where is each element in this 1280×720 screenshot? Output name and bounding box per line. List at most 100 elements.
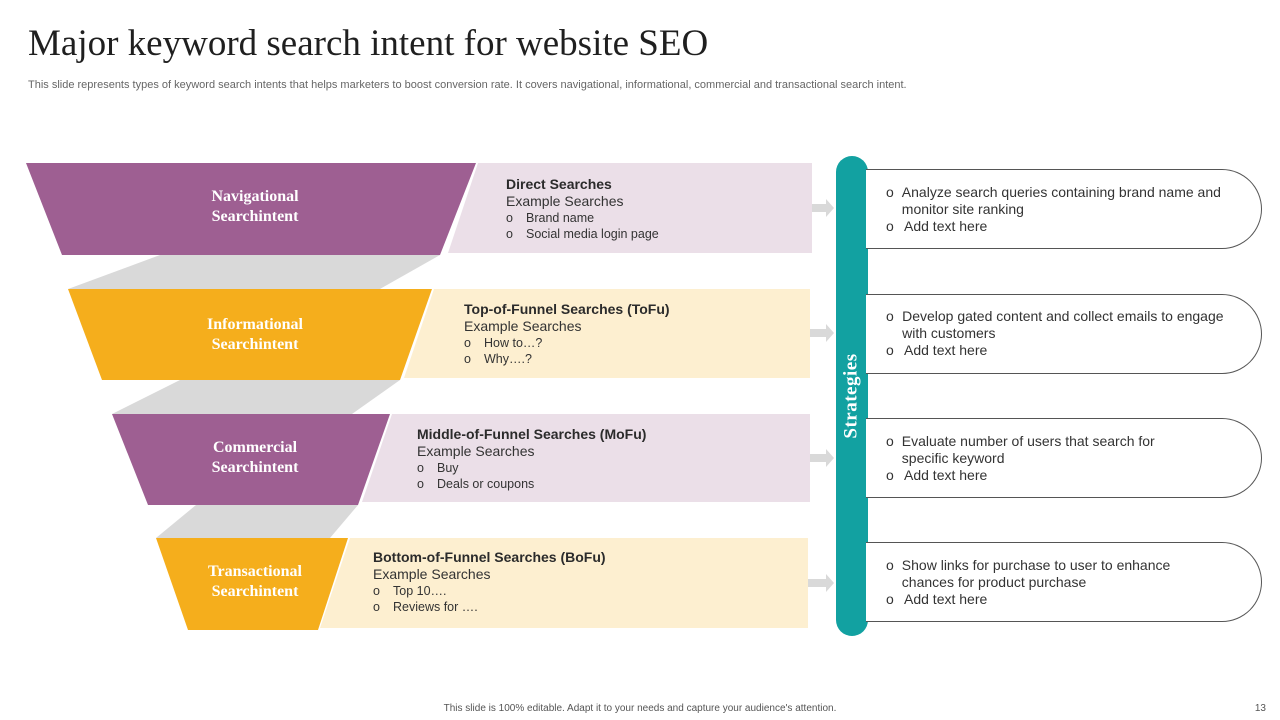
example-text: Why….? <box>484 352 532 366</box>
funnel-tier-informational <box>68 289 432 380</box>
intent-heading: Bottom-of-Funnel Searches (BoFu) <box>373 549 606 565</box>
strategy-item: o Evaluate number of users that search fo… <box>886 433 1181 467</box>
example-item: o How to…? <box>464 335 670 351</box>
intent-info-informational: Top-of-Funnel Searches (ToFu) Example Se… <box>464 301 670 367</box>
label-line: Searchintent <box>211 208 299 225</box>
slide-title: Major keyword search intent for website … <box>28 23 709 64</box>
funnel-tier-transactional <box>156 538 348 630</box>
strategy-text: Evaluate number of users that search for… <box>901 433 1155 466</box>
funnel-tier-commercial <box>112 414 390 505</box>
bullet-icon: o <box>886 433 894 449</box>
intent-heading: Middle-of-Funnel Searches (MoFu) <box>417 426 647 442</box>
arrow-right-icon <box>812 199 834 217</box>
bullet-icon: o <box>417 461 424 475</box>
bullet-icon: o <box>886 342 894 358</box>
strategy-item: o Show links for purchase to user to enha… <box>886 557 1191 591</box>
strategies-label: Strategies <box>836 156 868 636</box>
label-line: Transactional <box>208 563 302 580</box>
example-text: Top 10…. <box>393 584 447 598</box>
intent-info-band-commercial <box>362 414 810 502</box>
strategy-box-commercial: o Evaluate number of users that search fo… <box>866 418 1262 498</box>
page-number: 13 <box>1254 703 1266 714</box>
examples-label: Example Searches <box>417 443 535 459</box>
example-text: Brand name <box>526 211 595 225</box>
bullet-icon: o <box>886 467 894 483</box>
funnel-connector <box>68 255 440 289</box>
funnel-label-navigational: Navigational Searchintent <box>160 187 350 227</box>
arrows <box>808 199 834 592</box>
strategy-item: o Develop gated content and collect email… <box>886 308 1241 342</box>
funnel-tier-navigational <box>26 163 476 255</box>
bullet-icon: o <box>886 218 894 234</box>
strategy-item: o Add text here <box>886 342 1241 359</box>
example-item: o Top 10…. <box>373 583 606 599</box>
strategy-text: Add text here <box>904 342 988 358</box>
strategy-text: Add text here <box>904 218 988 234</box>
bullet-icon: o <box>886 184 894 200</box>
bullet-icon: o <box>464 336 471 350</box>
strategy-text: Show links for purchase to user to enhan… <box>901 557 1171 590</box>
example-item: o Deals or coupons <box>417 476 646 492</box>
bullet-icon: o <box>373 600 380 614</box>
example-item: o Social media login page <box>506 226 659 242</box>
bullet-icon: o <box>886 308 894 324</box>
bullet-icon: o <box>464 352 471 366</box>
example-text: Social media login page <box>526 227 659 241</box>
strategy-box-transactional: o Show links for purchase to user to enha… <box>866 542 1262 622</box>
examples-label: Example Searches <box>506 193 624 209</box>
intent-info-transactional: Bottom-of-Funnel Searches (BoFu) Example… <box>373 549 606 615</box>
funnel-label-commercial: Commercial Searchintent <box>160 438 350 478</box>
strategy-item: o Add text here <box>886 218 1241 235</box>
example-item: o Why….? <box>464 351 670 367</box>
strategy-text: Develop gated content and collect emails… <box>902 308 1224 341</box>
strategy-text: Add text here <box>904 591 988 607</box>
label-line: Navigational <box>211 188 299 205</box>
strategy-item: o Add text here <box>886 467 1181 484</box>
label-line: Informational <box>207 316 303 333</box>
slide-subtitle: This slide represents types of keyword s… <box>28 79 907 91</box>
bullet-icon: o <box>506 227 513 241</box>
label-line: Searchintent <box>211 459 299 476</box>
example-item: o Reviews for …. <box>373 599 606 615</box>
example-text: Deals or coupons <box>437 477 535 491</box>
strategy-list: o Evaluate number of users that search fo… <box>866 419 1261 484</box>
intent-heading: Direct Searches <box>506 176 612 192</box>
intent-info-band-informational <box>404 289 810 378</box>
intent-info-band-navigational <box>448 163 812 253</box>
funnel-connector <box>156 505 358 538</box>
strategy-list: o Develop gated content and collect email… <box>866 295 1261 359</box>
example-text: How to…? <box>484 336 543 350</box>
intent-info-band-transactional <box>320 538 808 628</box>
example-text: Reviews for …. <box>393 600 478 614</box>
strategy-list: o Show links for purchase to user to enha… <box>866 543 1261 608</box>
strategies-bar <box>836 156 868 636</box>
bullet-icon: o <box>886 591 894 607</box>
strategy-box-informational: o Develop gated content and collect email… <box>866 294 1262 374</box>
bullet-icon: o <box>373 584 380 598</box>
slide-footer: This slide is 100% editable. Adapt it to… <box>443 703 837 714</box>
strategy-text: Add text here <box>904 467 988 483</box>
funnel-label-informational: Informational Searchintent <box>160 315 350 355</box>
funnel-label-transactional: Transactional Searchintent <box>160 562 350 602</box>
examples-label: Example Searches <box>373 566 491 582</box>
bullet-icon: o <box>886 557 894 573</box>
examples-label: Example Searches <box>464 318 582 334</box>
strategy-item: o Add text here <box>886 591 1191 608</box>
label-line: Searchintent <box>211 336 299 353</box>
bullet-icon: o <box>417 477 424 491</box>
arrow-right-icon <box>810 449 834 467</box>
bullet-icon: o <box>506 211 513 225</box>
label-line: Commercial <box>212 439 298 456</box>
intent-info-navigational: Direct Searches Example Searches o Brand … <box>506 176 659 242</box>
intent-heading: Top-of-Funnel Searches (ToFu) <box>464 301 670 317</box>
arrow-right-icon <box>810 324 834 342</box>
label-line: Searchintent <box>211 583 299 600</box>
